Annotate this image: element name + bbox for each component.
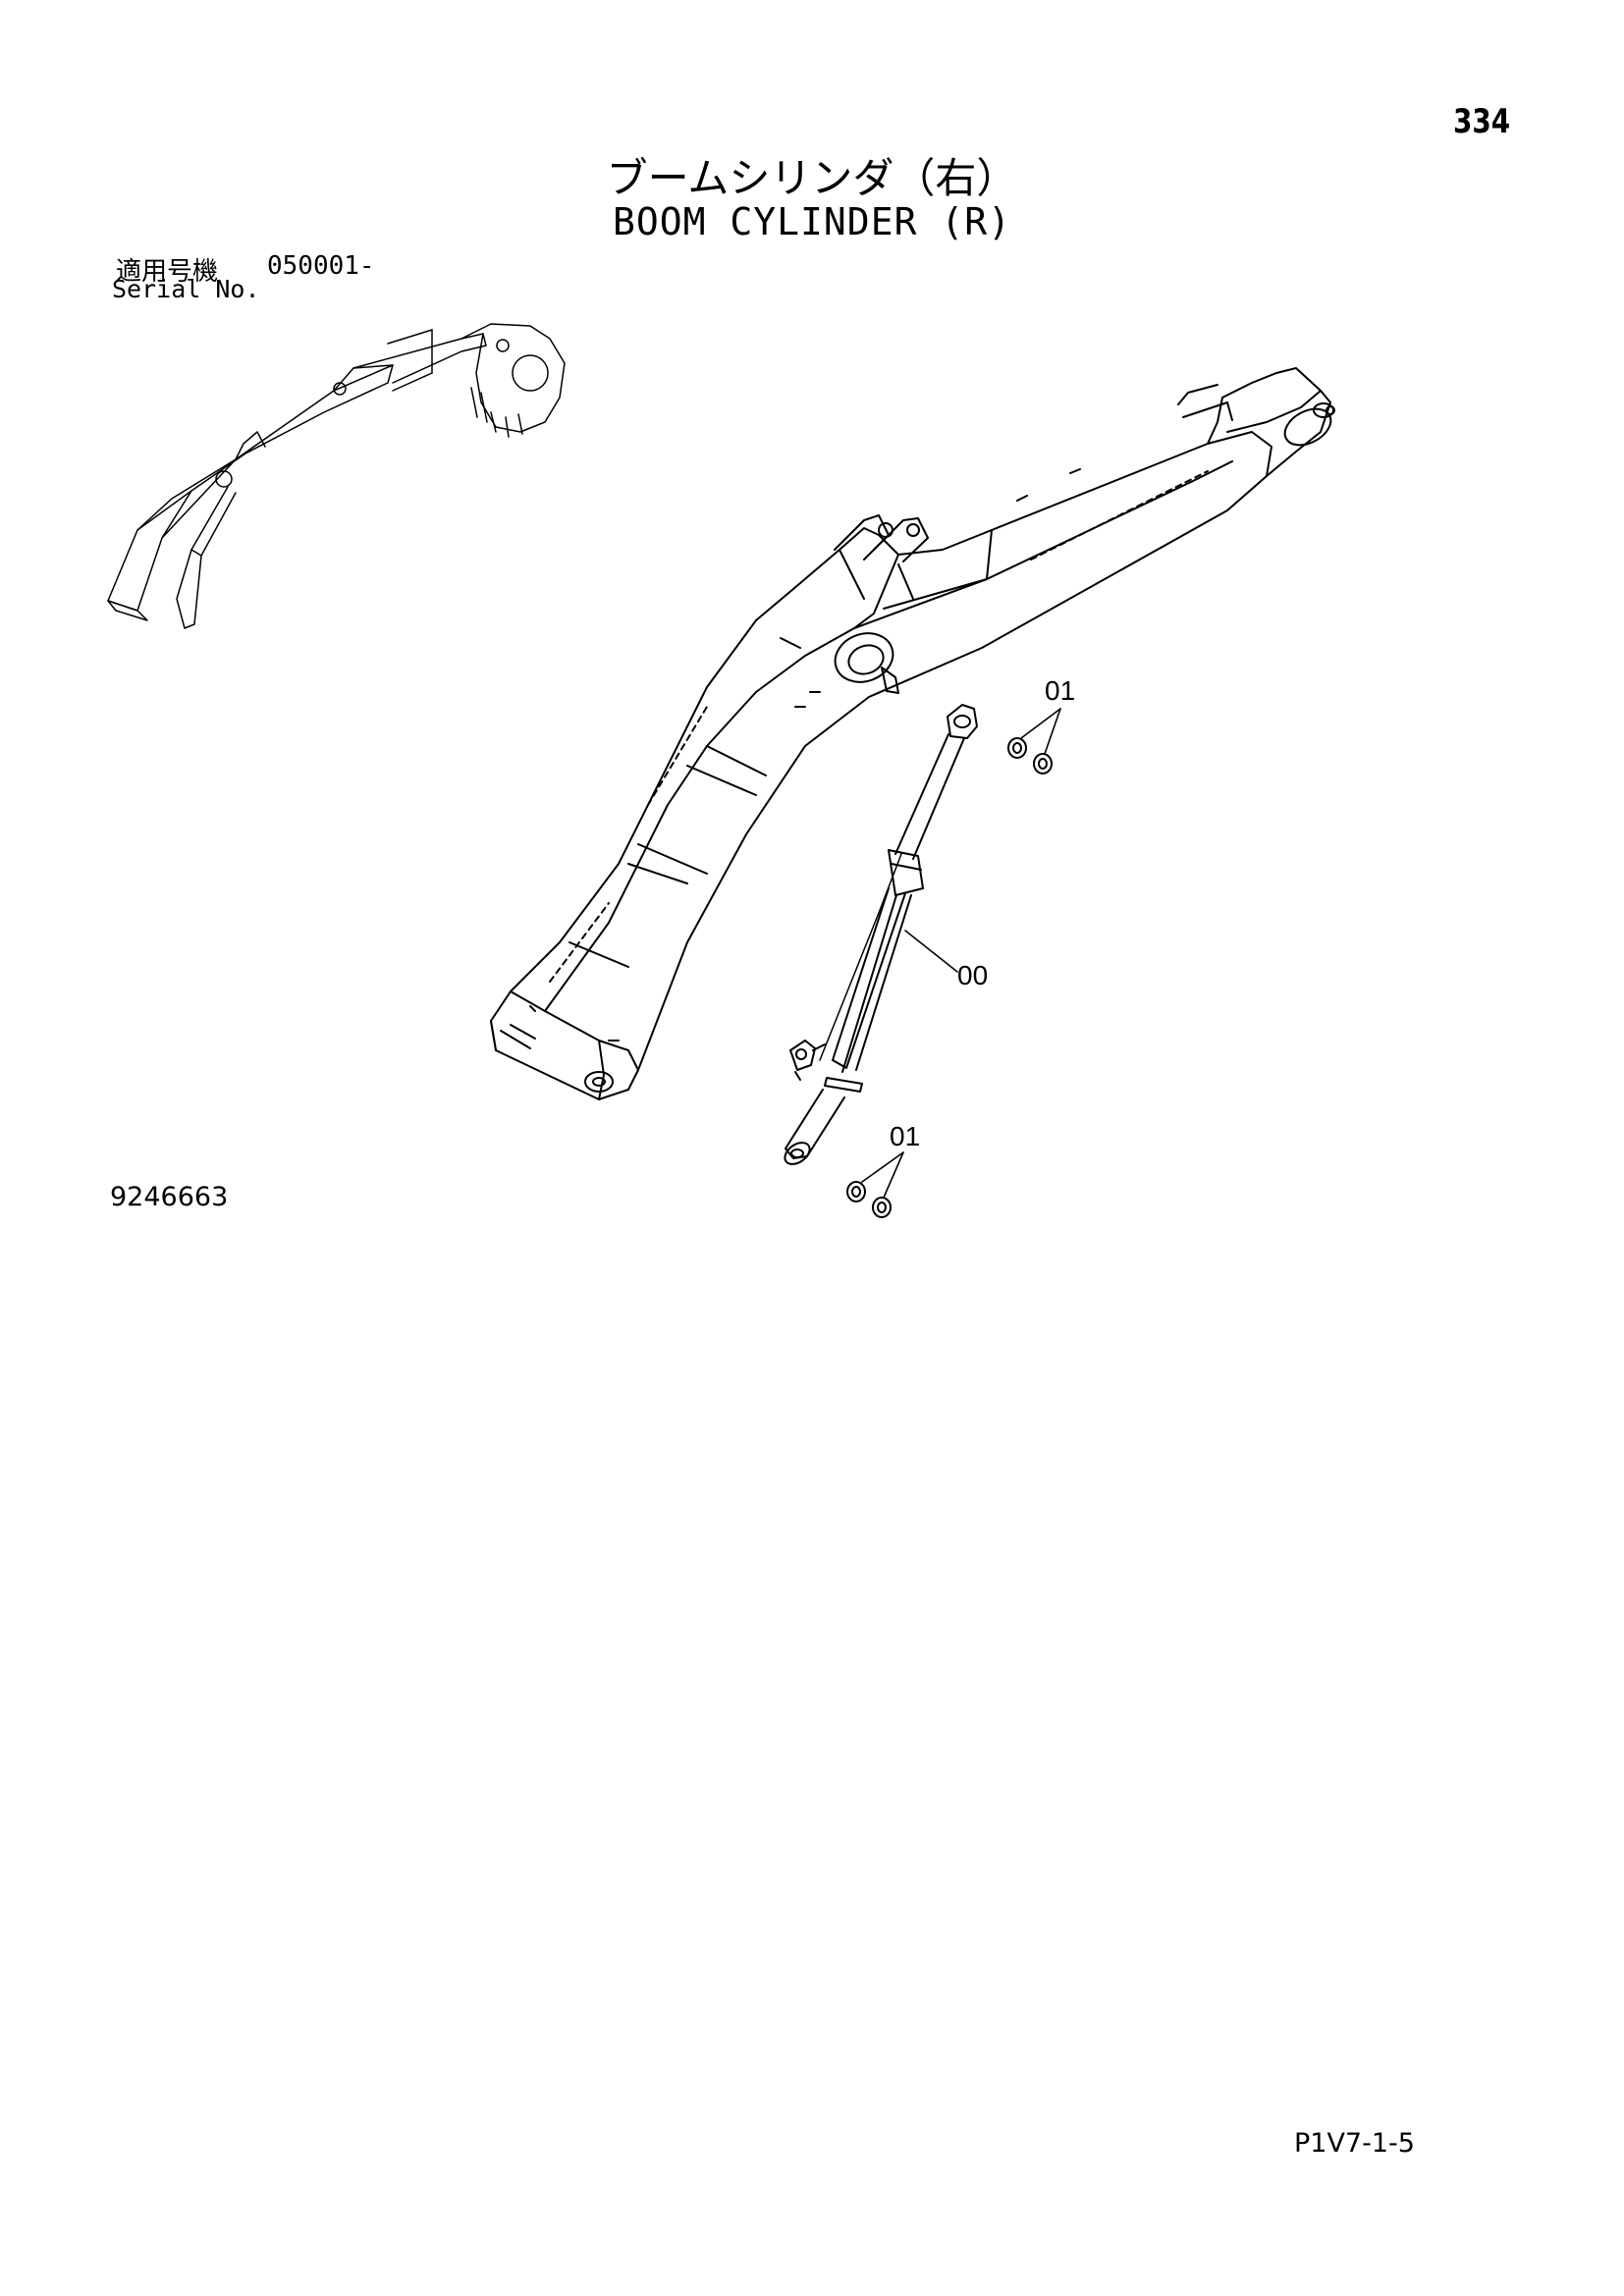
- callout-label-boom-cylinder: 00: [957, 960, 989, 990]
- boom-structure: [490, 367, 1335, 1100]
- shim-washers-upper: [1007, 737, 1053, 774]
- title-english: BOOM CYLINDER (R): [613, 200, 1011, 243]
- serial-label-japanese: 適用号機: [116, 257, 219, 287]
- callout-label-upper-washers: 01: [1045, 675, 1076, 706]
- drawing-id: 9246663: [110, 1182, 229, 1212]
- title-japanese: ブームシリンダ（右）: [606, 154, 1018, 202]
- page-number: 334: [1453, 102, 1511, 141]
- serial-number-value: 050001-: [267, 251, 375, 281]
- overview-illustration: [107, 323, 566, 629]
- footer-page-code: P1V7-1-5: [1294, 2128, 1415, 2159]
- boom-cylinder: [784, 704, 978, 1165]
- callout-label-lower-washers: 01: [890, 1121, 921, 1151]
- leader-lines: [861, 708, 1061, 1199]
- shim-washers-lower: [846, 1181, 892, 1218]
- serial-label-english: Serial No.: [112, 275, 260, 303]
